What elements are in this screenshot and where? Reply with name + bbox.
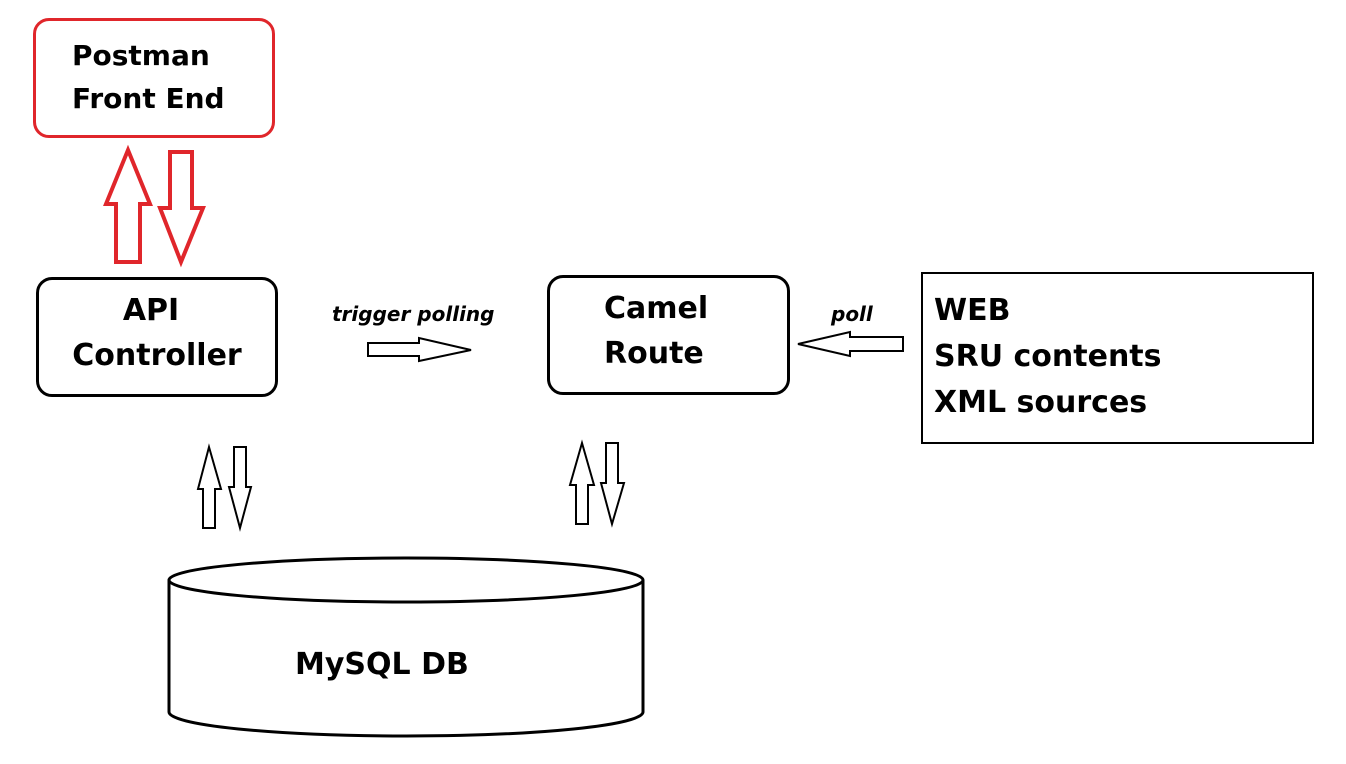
api-controller-label: API Controller bbox=[36, 296, 278, 371]
poll-arrow bbox=[797, 330, 904, 358]
camel-route-box bbox=[547, 275, 790, 395]
down-arrow-camel-to-db bbox=[599, 442, 626, 528]
postman-front-end-box bbox=[33, 18, 275, 138]
api-line-1: API bbox=[122, 293, 180, 328]
trigger-polling-label: trigger polling bbox=[332, 302, 495, 326]
down-arrow-to-api bbox=[157, 150, 206, 268]
camel-line-2: Route bbox=[604, 336, 704, 371]
camel-line-1: Camel bbox=[604, 291, 709, 326]
sources-box bbox=[921, 272, 1314, 444]
postman-line-2: Front End bbox=[72, 82, 225, 115]
api-controller-box bbox=[36, 277, 278, 397]
mysql-db-cylinder bbox=[167, 556, 645, 738]
sources-line-sru: SRU contents bbox=[934, 339, 1162, 374]
up-arrow-to-postman bbox=[103, 144, 153, 264]
postman-line-1: Postman bbox=[72, 39, 210, 72]
api-line-2: Controller bbox=[72, 338, 242, 373]
sources-line-web: WEB bbox=[934, 293, 1011, 328]
up-arrow-db-to-api bbox=[196, 443, 223, 529]
sources-label: WEB SRU contents XML sources bbox=[934, 296, 1162, 418]
mysql-db-label: MySQL DB bbox=[295, 647, 469, 682]
trigger-polling-arrow bbox=[367, 336, 472, 363]
up-arrow-db-to-camel bbox=[568, 439, 596, 525]
camel-route-label: Camel Route bbox=[604, 294, 708, 369]
sources-line-xml: XML sources bbox=[934, 385, 1148, 420]
poll-label: poll bbox=[831, 302, 873, 326]
down-arrow-api-to-db bbox=[227, 446, 253, 532]
postman-front-end-label: Postman Front End bbox=[72, 42, 225, 113]
